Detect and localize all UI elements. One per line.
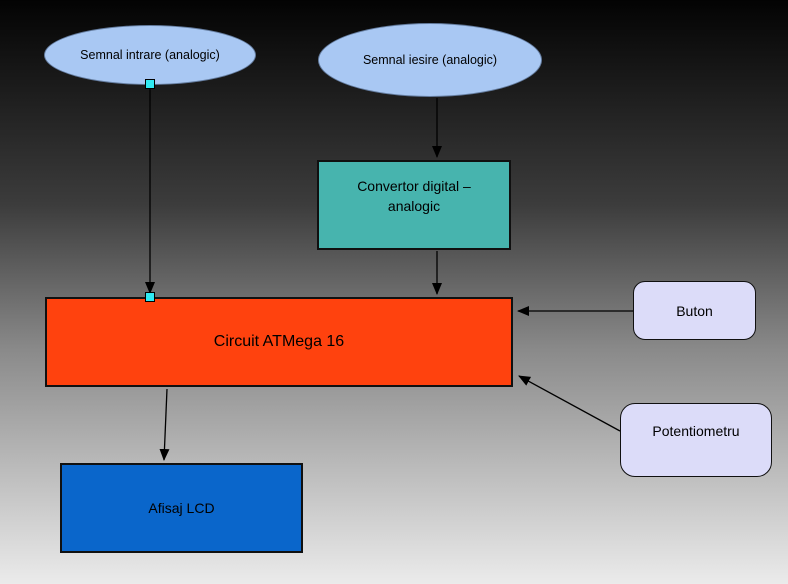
node-lcd-display[interactable]: Afisaj LCD: [60, 463, 303, 553]
connector-endpoint-handle-bottom[interactable]: [145, 292, 155, 302]
node-output-signal-label: Semnal iesire (analogic): [362, 53, 498, 67]
connector-endpoint-handle-top[interactable]: [145, 79, 155, 89]
node-button[interactable]: Buton: [633, 281, 756, 340]
node-lcd-display-label: Afisaj LCD: [148, 500, 215, 516]
node-dac-converter[interactable]: Convertor digital – analogic: [317, 160, 511, 250]
node-atmega16-label: Circuit ATMega 16: [213, 333, 345, 350]
node-atmega16[interactable]: Circuit ATMega 16: [45, 297, 513, 387]
node-potentiometer[interactable]: Potentiometru: [620, 403, 772, 477]
connector-potentiometer-to-mcu[interactable]: [518, 375, 621, 432]
node-input-signal-label: Semnal intrare (analogic): [80, 48, 220, 62]
node-dac-converter-label: Convertor digital – analogic: [357, 178, 471, 214]
node-button-label: Buton: [676, 302, 713, 319]
node-output-signal[interactable]: Semnal iesire (analogic): [318, 23, 542, 97]
node-potentiometer-label: Potentiometru: [652, 423, 740, 439]
connector-mcu-to-lcd[interactable]: [159, 388, 170, 461]
node-input-signal[interactable]: Semnal intrare (analogic): [44, 25, 256, 85]
